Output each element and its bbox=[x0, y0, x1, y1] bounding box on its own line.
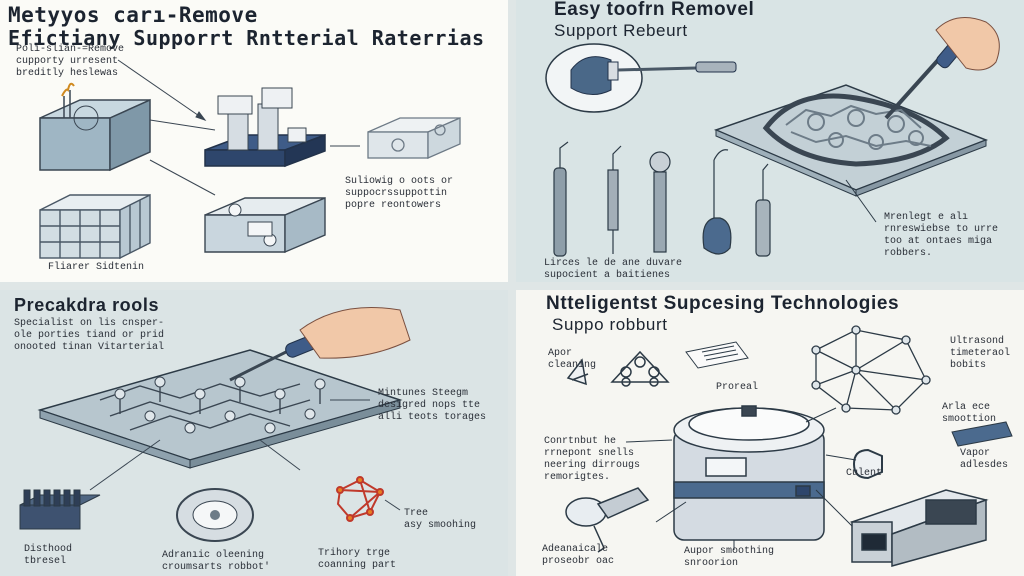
vapor-cleaning-icon bbox=[566, 358, 589, 386]
panel-intelligent-tech: Ntteligentst Supcesing Technologies Supp… bbox=[516, 290, 1024, 576]
lattice-plate-icon bbox=[37, 349, 403, 469]
wheel-part-icon bbox=[176, 488, 254, 542]
panel-title: Precakdra rools bbox=[14, 295, 160, 315]
label-advanced: Adeanaicale proseobr oac bbox=[542, 544, 615, 567]
caption-left: Fliarer Sidtenin bbox=[48, 262, 145, 273]
easy-removal-illustration bbox=[545, 17, 1000, 257]
hand-with-tool-icon bbox=[229, 307, 411, 382]
control-console-icon bbox=[849, 489, 989, 567]
lattice-plate-icon bbox=[713, 84, 989, 197]
connector-arrows bbox=[625, 407, 857, 550]
panel-title: Ntteligentst Supcesing Technologies bbox=[546, 293, 900, 314]
panel-title: Metyyos carı-Remove bbox=[8, 3, 258, 27]
label-tree: Tree asy smoohing bbox=[404, 508, 477, 531]
caption-stack: Disthood tbresel bbox=[24, 544, 73, 567]
panel-subtitle: Suppo robburt bbox=[552, 315, 668, 334]
label-control: Conrtnbut he rrnepont snells neering dir… bbox=[544, 436, 641, 483]
panel-easy-removal: Easy toofrn Removel Support Rebeurt Lirc… bbox=[516, 0, 1024, 282]
connector-arrows bbox=[117, 59, 360, 196]
panel-removal-methods: Metyyos carı-Remove Efictiany Supporrt R… bbox=[0, 0, 508, 282]
precision-tools-illustration bbox=[19, 307, 411, 542]
label-vapor-cleaning: Apor cleaning bbox=[548, 348, 597, 371]
panel-subtitle: Specialist on lis cnsper- ole porties ti… bbox=[14, 318, 165, 353]
hand-with-tool-icon bbox=[884, 17, 1000, 120]
note-right: Suliowig o oots or suppocrssuppottin pop… bbox=[345, 176, 454, 211]
support-cube-icon bbox=[39, 82, 151, 172]
panel-title-line2: Support Rebeurt bbox=[554, 21, 688, 40]
clamp-part-icon bbox=[852, 448, 883, 480]
caption-tree: Trihory trge coanning part bbox=[318, 548, 397, 571]
note-main: Poli-slian-=Remove cupporty urresent bre… bbox=[16, 44, 125, 79]
caption-right: Mrenlegt e alı rnreswiebse to urre too a… bbox=[884, 212, 999, 259]
caption-wheel: Adranıic oleening croumsarts robbot' bbox=[162, 550, 271, 573]
label-aria: Arla ece smoottion bbox=[942, 402, 997, 425]
lattice-cube-icon bbox=[39, 193, 151, 260]
connector-arrows bbox=[89, 399, 401, 511]
stack-part-icon bbox=[19, 489, 101, 530]
removal-tools-icon bbox=[553, 141, 771, 257]
cnc-part-icon bbox=[204, 87, 326, 168]
triangle-lattice-icon bbox=[610, 350, 670, 387]
scraper-tool-icon bbox=[545, 43, 737, 113]
support-block-icon bbox=[204, 196, 326, 254]
intelligent-tech-illustration bbox=[565, 325, 1013, 567]
label-ultrasonic: Ultrasond timeteraol bobits bbox=[950, 336, 1011, 371]
protocol-sheets-icon bbox=[685, 341, 749, 369]
panel-precision-tools: Precakdra rools Specialist on lis cnsper… bbox=[0, 290, 508, 576]
label-smoothing: Aupor smoothing snroorion bbox=[684, 546, 775, 569]
label-vapor-adhesive: Vapor adlesdes bbox=[960, 448, 1009, 471]
adhesive-strip-icon bbox=[951, 421, 1013, 447]
geodesic-lattice-icon bbox=[811, 325, 931, 415]
tree-support-icon bbox=[336, 476, 384, 522]
panel-title: Easy toofrn Removel bbox=[554, 0, 755, 20]
smoothing-machine-icon bbox=[673, 405, 825, 541]
label-protocol: Proreal bbox=[716, 382, 759, 393]
note-right: Mintunes Steegm desigred nops tte alli t… bbox=[378, 388, 487, 423]
removal-methods-illustration bbox=[39, 59, 461, 260]
caption-tools: Lirces le de ane duvare supocient a bait… bbox=[544, 258, 683, 281]
label-culent: Culent bbox=[846, 468, 883, 479]
frame-part-icon bbox=[367, 117, 461, 159]
panel-title-line2: Efictiany Supporrt Rntterial Raterrias bbox=[8, 26, 485, 50]
magnifier-nozzle-icon bbox=[565, 487, 650, 553]
